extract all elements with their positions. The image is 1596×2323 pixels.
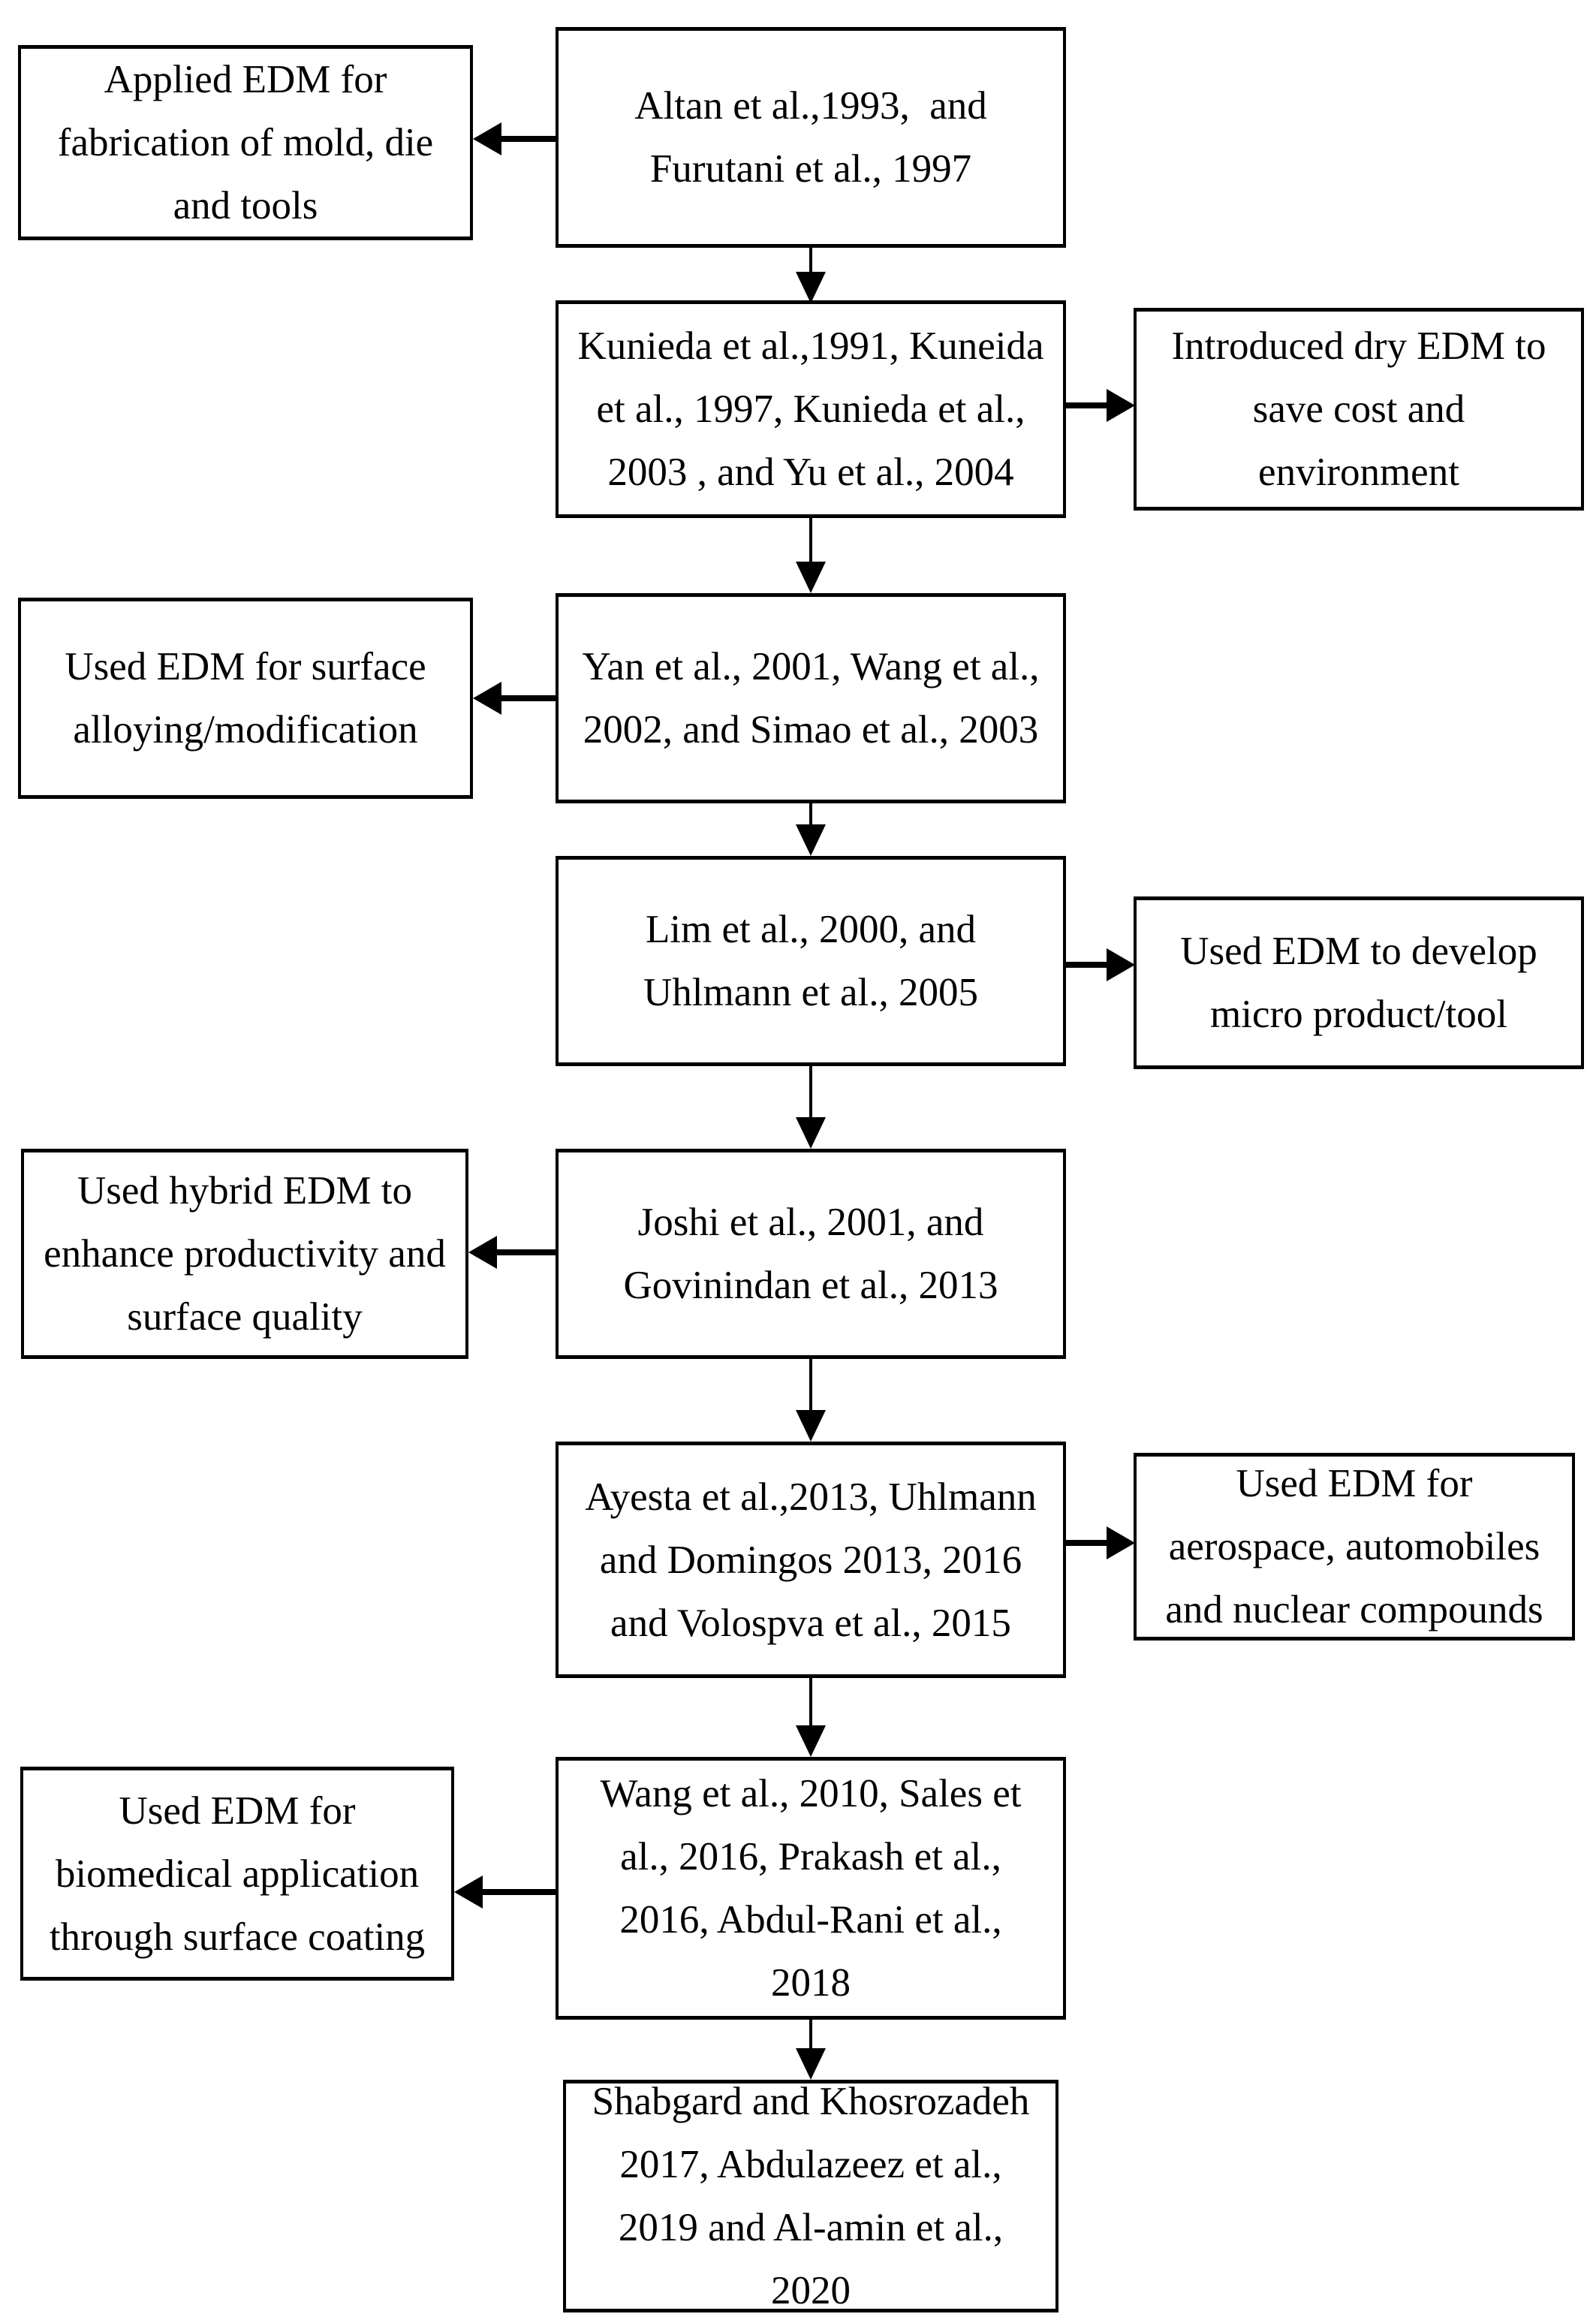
arrow-left-head-icon [454,1876,483,1909]
side-box-edm-biomedical-coating: Used EDM for biomedical application thro… [20,1767,454,1981]
arrow-down-line-4 [809,1066,812,1122]
flow-box-joshi-govinindan: Joshi et al., 2001, and Govinindan et al… [556,1149,1066,1359]
side-box-applied-edm-mold-die-tools: Applied EDM for fabrication of mold, die… [18,45,473,240]
arrow-left-line-1 [498,136,557,142]
arrow-down-line-6 [809,1678,812,1731]
arrow-down-line-5 [809,1359,812,1415]
arrow-right-head-icon [1107,948,1135,981]
arrow-down-line-2 [809,518,812,566]
flow-box-altan-furutani: Altan et al.,1993, and Furutani et al., … [556,27,1066,248]
arrow-down-line-7 [809,2020,812,2053]
arrow-down-head-icon [796,1117,826,1149]
arrow-right-line-2 [1065,962,1110,968]
flow-box-lim-uhlmann: Lim et al., 2000, and Uhlmann et al., 20… [556,856,1066,1066]
arrow-right-head-icon [1107,389,1135,422]
arrow-down-line-1 [809,248,812,276]
side-box-edm-aerospace-automobiles-nuclear: Used EDM for aerospace, automobiles and … [1134,1453,1575,1641]
flow-box-shabgard-abdulazeez-alamin: Shabgard and Khosrozadeh 2017, Abdulazee… [563,2080,1058,2312]
arrow-down-head-icon [796,272,826,303]
arrow-right-head-icon [1107,1526,1135,1559]
arrow-down-line-3 [809,803,812,829]
arrow-down-head-icon [796,562,826,593]
arrow-left-line-3 [494,1249,557,1255]
flow-box-ayesta-uhlmann-volospva: Ayesta et al.,2013, Uhlmann and Domingos… [556,1442,1066,1678]
flow-box-wang-sales-prakash-abdulrani: Wang et al., 2010, Sales et al., 2016, P… [556,1757,1066,2020]
arrow-down-head-icon [796,824,826,856]
flow-box-kunieda-yu: Kunieda et al.,1991, Kuneida et al., 199… [556,300,1066,518]
arrow-left-head-icon [473,122,501,155]
flow-box-yan-wang-simao: Yan et al., 2001, Wang et al., 2002, and… [556,593,1066,803]
arrow-left-line-4 [480,1889,557,1895]
arrow-left-line-2 [498,695,557,701]
side-box-edm-surface-alloying: Used EDM for surface alloying/modificati… [18,598,473,799]
arrow-left-head-icon [473,682,501,715]
side-box-dry-edm-cost-environment: Introduced dry EDM to save cost and envi… [1134,308,1584,511]
arrow-right-line-3 [1065,1540,1110,1546]
arrow-down-head-icon [796,1410,826,1442]
arrow-left-head-icon [468,1236,497,1269]
arrow-down-head-icon [796,1725,826,1757]
side-box-hybrid-edm-productivity: Used hybrid EDM to enhance productivity … [21,1149,468,1359]
side-box-edm-micro-product-tool: Used EDM to develop micro product/tool [1134,896,1584,1069]
arrow-right-line-1 [1065,402,1110,408]
arrow-down-head-icon [796,2048,826,2080]
